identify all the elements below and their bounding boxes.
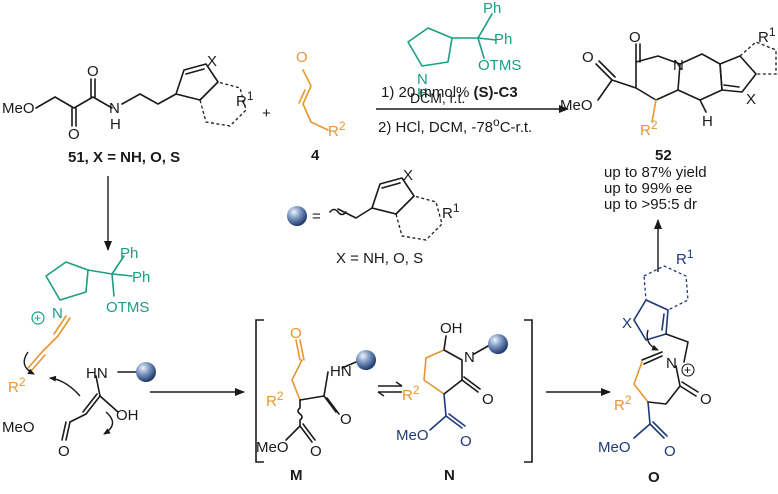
atom-o-ester-m: O xyxy=(310,443,322,460)
left-bracket xyxy=(255,319,264,463)
yield-text: up to 87% yield xyxy=(604,164,707,181)
atom-o-ester-51: O xyxy=(68,126,80,143)
atom-o-lactam-n: O xyxy=(482,391,494,408)
atom-n-o: N xyxy=(666,355,677,372)
atom-x-52: X xyxy=(746,91,756,108)
intermediate-o-structure xyxy=(633,265,699,439)
atom-x-o: X xyxy=(622,315,632,332)
curly-arrow-2 xyxy=(49,375,81,397)
iminium-charge: + xyxy=(34,311,41,325)
atom-o-ester-o: O xyxy=(664,443,676,460)
dr-text: up to >95:5 dr xyxy=(604,196,697,213)
ph-1-c3: Ph xyxy=(483,0,501,17)
atom-meo-enol: MeO xyxy=(2,419,35,436)
plus-sign: + xyxy=(262,105,271,122)
atom-oh-enol: OH xyxy=(116,407,139,424)
atom-o-amide-51: O xyxy=(87,63,99,80)
sphere-icon-enol xyxy=(136,362,156,382)
compound-51-structure xyxy=(35,63,247,127)
condition-1: 1) 20 mmol% (S)-C3 xyxy=(381,84,518,101)
atom-r1-51: R1 xyxy=(236,89,254,110)
ee-text: up to 99% ee xyxy=(604,180,692,197)
atom-hn-m: HN xyxy=(330,363,352,380)
otms-c3: OTMS xyxy=(478,57,521,74)
atom-r2-o: R2 xyxy=(614,393,632,414)
right-bracket xyxy=(524,319,533,463)
enol-amide-structure xyxy=(61,371,137,441)
intermediate-o-label: O xyxy=(648,469,660,486)
condition-1-solvent: DCM, r.t. xyxy=(410,90,465,106)
atom-meo-51: MeO xyxy=(2,100,35,117)
atom-h-52: H xyxy=(702,113,713,130)
atom-o-amide-m: O xyxy=(340,411,352,428)
intermediate-m-label: M xyxy=(290,467,303,484)
compound-52-label: 52 xyxy=(655,147,672,164)
atom-o-ester-52: O xyxy=(582,49,594,66)
sphere-equals: = xyxy=(312,208,321,225)
atom-hn-enol: HN xyxy=(86,365,108,382)
sphere-substituent-structure xyxy=(329,177,443,241)
atom-oh-n: OH xyxy=(440,320,463,337)
sphere-icon-n xyxy=(488,334,508,354)
sphere-icon-definition xyxy=(287,206,307,226)
compound-4-structure xyxy=(298,69,329,131)
atom-r1-o: R1 xyxy=(676,247,694,268)
atom-o-aldehyde-4: O xyxy=(296,49,308,66)
intermediate-m-structure xyxy=(285,339,357,443)
atom-r1-52: R1 xyxy=(758,25,776,46)
atom-o-ester-n: O xyxy=(460,433,472,450)
ph-1-iminium: Ph xyxy=(120,245,138,262)
atom-n-n: N xyxy=(464,349,475,366)
curly-arrow-1 xyxy=(23,351,35,375)
atom-r2-m: R2 xyxy=(266,389,284,410)
ph-2-c3: Ph xyxy=(494,31,512,48)
atom-h-c3: H xyxy=(417,85,428,102)
atom-r2-4: R2 xyxy=(328,119,346,140)
atom-meo-o: MeO xyxy=(598,439,631,456)
atom-n-51: N xyxy=(109,100,120,117)
product-52-structure xyxy=(595,41,777,123)
atom-o-enol: O xyxy=(58,443,70,460)
atom-h-51: H xyxy=(110,116,121,133)
atom-meo-52: MeO xyxy=(560,97,593,114)
curly-arrow-3 xyxy=(103,411,114,435)
atom-n-iminium: N xyxy=(52,305,63,322)
compound-51-label: 51, X = NH, O, S xyxy=(68,149,180,166)
atom-r2-52: R2 xyxy=(640,118,658,139)
atom-x-51: X xyxy=(207,53,217,70)
atom-r1-sphere: R1 xyxy=(442,201,460,222)
atom-o-lactam-52: O xyxy=(629,29,641,46)
atom-n-52: N xyxy=(673,57,684,74)
iminium-charge-circle xyxy=(31,311,45,325)
atom-x-sphere: X xyxy=(403,167,413,184)
atom-n-c3: N xyxy=(417,71,428,88)
condition-2: 2) HCl, DCM, -78oC-r.t. xyxy=(378,115,532,136)
atom-meo-m: MeO xyxy=(256,439,289,456)
atom-o-lactam-o: O xyxy=(700,391,712,408)
sphere-icon-m xyxy=(356,350,376,370)
intermediate-n-structure xyxy=(423,335,489,431)
atom-meo-n: MeO xyxy=(396,427,429,444)
compound-4-label: 4 xyxy=(311,147,320,164)
iminium-charge-o: + xyxy=(684,363,691,377)
otms-iminium: OTMS xyxy=(106,299,149,316)
catalyst-c3-structure xyxy=(407,13,497,67)
ph-2-iminium: Ph xyxy=(132,269,150,286)
atom-r2-iminium: R2 xyxy=(8,375,26,396)
sphere-x-label: X = NH, O, S xyxy=(336,250,423,267)
iminium-charge-circle-o xyxy=(681,363,695,377)
atom-o-aldehyde-m: O xyxy=(290,325,302,342)
intermediate-n-label: N xyxy=(444,467,455,484)
atom-r2-n: R2 xyxy=(402,383,420,404)
iminium-structure xyxy=(27,255,133,372)
